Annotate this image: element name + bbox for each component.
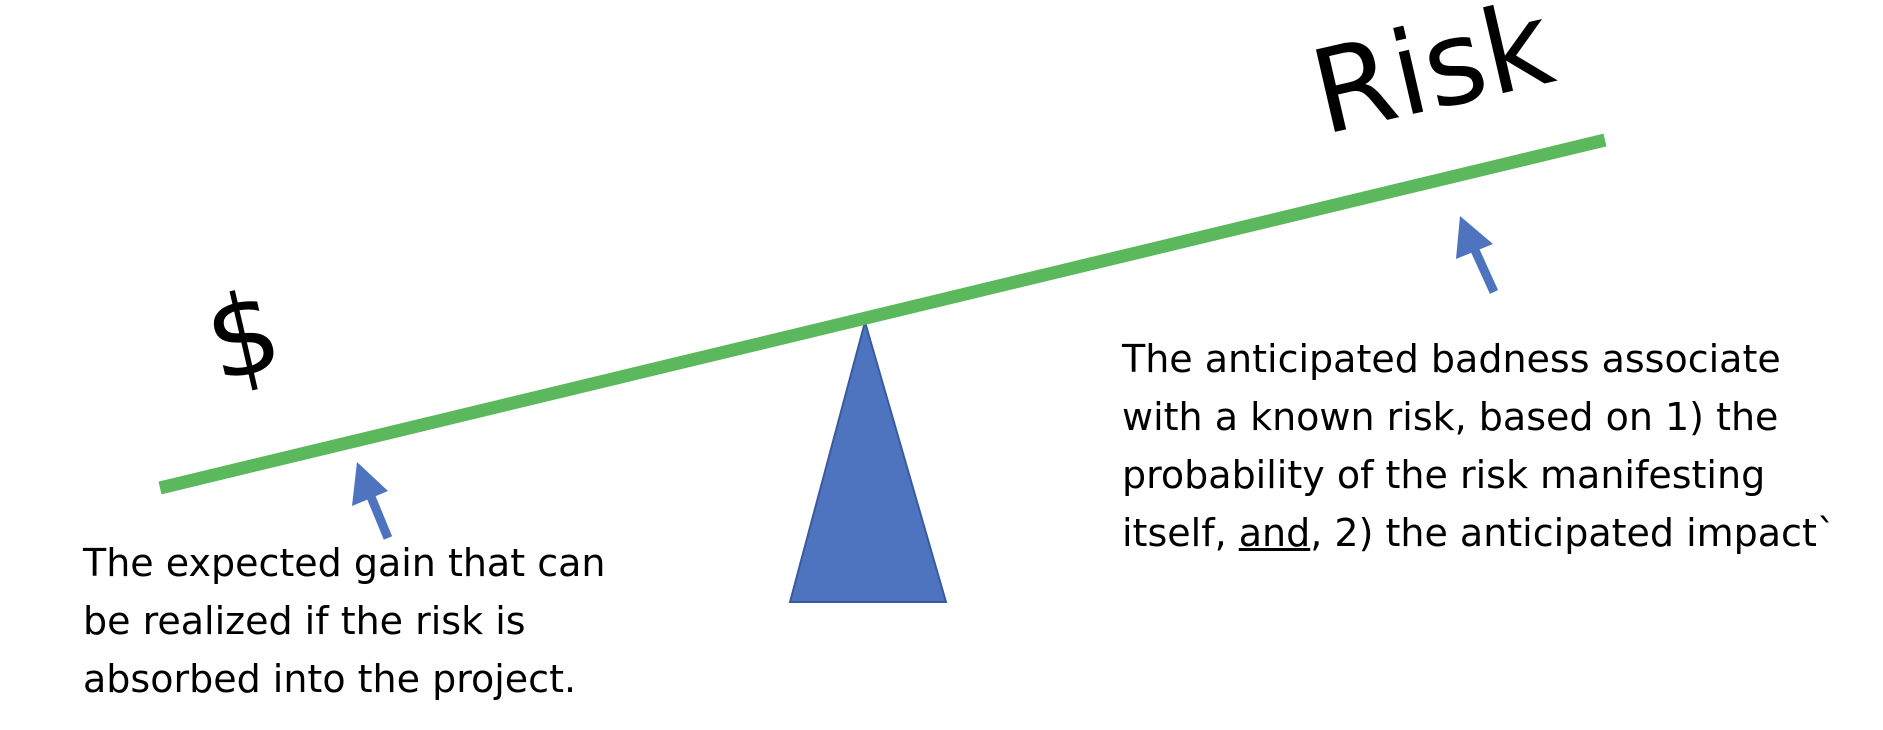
risk-caption-line: The anticipated badness associate	[1122, 337, 1781, 381]
gain-caption-line: absorbed into the project.	[83, 657, 577, 701]
left-arrow-icon	[352, 462, 393, 540]
seesaw-beam	[158, 133, 1607, 495]
gain-caption: The expected gain that can be realized i…	[83, 534, 605, 708]
gain-caption-line: be realized if the risk is	[83, 599, 526, 643]
gain-caption-line: The expected gain that can	[83, 541, 606, 585]
risk-caption-line: probability of the risk manifesting	[1122, 453, 1766, 497]
risk-caption-prefix: itself,	[1122, 511, 1239, 555]
risk-caption-line: with a known risk, based on 1) the	[1122, 395, 1779, 439]
risk-caption-line: itself, and, 2) the anticipated impact`	[1122, 504, 1836, 562]
fulcrum-triangle	[788, 318, 948, 603]
right-arrow-icon	[1456, 216, 1499, 294]
risk-caption-emphasis: and	[1238, 511, 1311, 555]
risk-caption: The anticipated badness associate with a…	[1122, 330, 1836, 562]
risk-caption-suffix: , 2) the anticipated impact`	[1310, 511, 1836, 555]
